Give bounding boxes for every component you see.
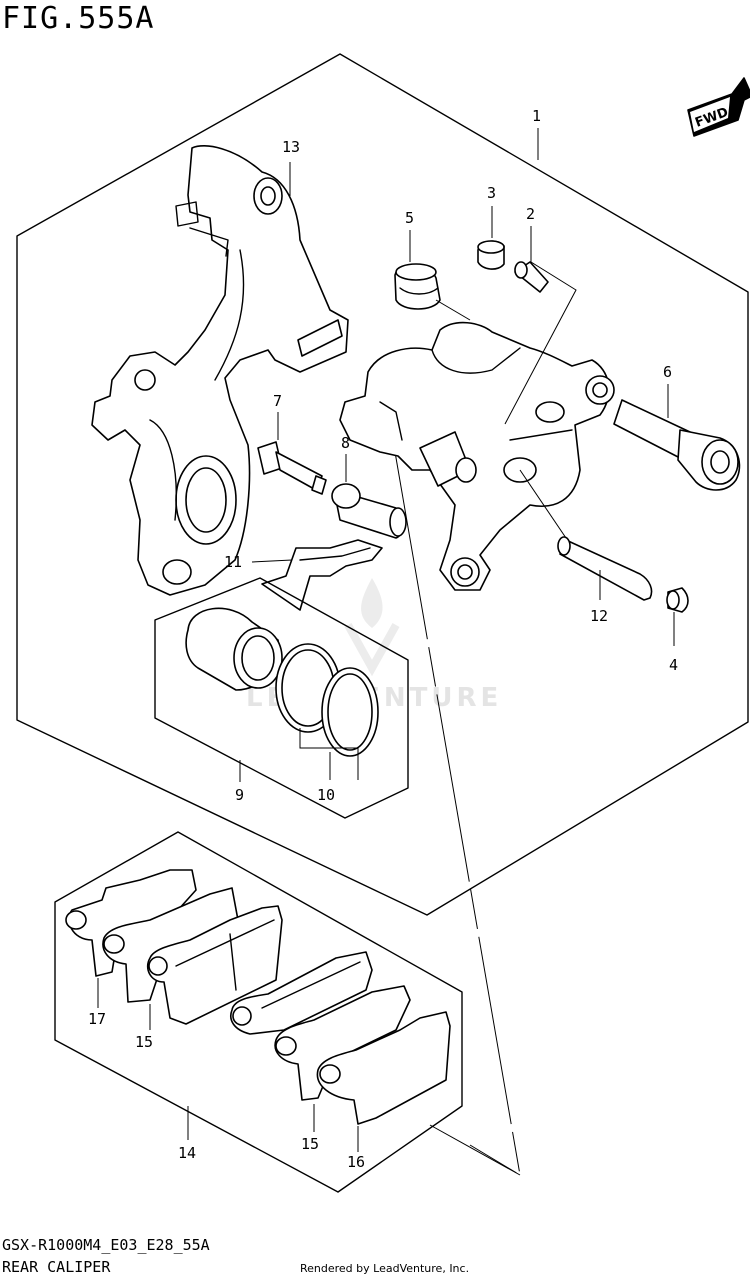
callout-4: 4 <box>669 656 678 674</box>
pin-plug-part <box>666 587 689 613</box>
mounting-bolt-part <box>257 441 327 495</box>
caliper-assembly-boundary <box>16 53 749 916</box>
callout-14: 14 <box>178 1144 196 1162</box>
callout-17: 17 <box>88 1010 106 1028</box>
bleeder-cap-part <box>477 240 505 270</box>
callout-5: 5 <box>405 209 414 227</box>
callout-16: 16 <box>347 1153 365 1171</box>
assembly-leader-line <box>394 451 521 1176</box>
pad-set-boundary <box>54 831 463 1193</box>
slide-pin-part <box>613 399 741 491</box>
callout-10: 10 <box>317 786 335 804</box>
render-credit: Rendered by LeadVenture, Inc. <box>300 1262 469 1275</box>
leader-lines <box>97 128 675 1152</box>
pad-pin-part <box>557 536 653 601</box>
callout-15-left: 15 <box>135 1033 153 1051</box>
caliper-bracket-part <box>91 145 349 596</box>
callout-15-right: 15 <box>301 1135 319 1153</box>
callout-12: 12 <box>590 607 608 625</box>
callout-7: 7 <box>273 392 282 410</box>
forward-direction-badge: FWD <box>687 77 750 137</box>
model-code: GSX-R1000M4_E03_E28_55A <box>2 1236 210 1254</box>
boot-part <box>394 263 441 310</box>
callout-6: 6 <box>663 363 672 381</box>
pad-shim-back-part <box>316 1011 451 1125</box>
brake-pad-right-part <box>230 951 373 1035</box>
callout-1: 1 <box>532 107 541 125</box>
pad-spring-part <box>261 539 383 611</box>
bushing-part <box>331 483 407 539</box>
seal-leader-line-a <box>299 728 359 780</box>
callout-13: 13 <box>282 138 300 156</box>
callout-9: 9 <box>235 786 244 804</box>
piston-part <box>185 607 283 691</box>
seal-kit-boundary <box>154 577 409 819</box>
piston-seals-part <box>275 643 379 757</box>
pad-shim-inner-right-part <box>274 985 411 1101</box>
figure-title: FIG.555A <box>2 1 155 36</box>
callout-2: 2 <box>526 205 535 223</box>
brake-pad-left-part <box>146 905 283 1025</box>
callout-11: 11 <box>224 553 242 571</box>
callout-8: 8 <box>341 434 350 452</box>
bleeder-valve-part <box>514 261 549 293</box>
callout-3: 3 <box>487 184 496 202</box>
figure-caption: REAR CALIPER <box>2 1258 111 1276</box>
assembly-leader-return <box>429 1124 521 1176</box>
